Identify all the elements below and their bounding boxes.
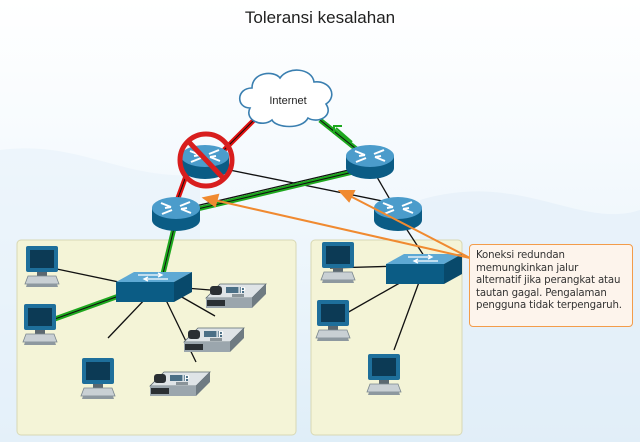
switch-left[interactable] [115, 271, 193, 303]
direction-arrow [333, 125, 353, 143]
router-right[interactable] [373, 196, 423, 232]
router-top-right[interactable] [345, 144, 395, 180]
pc-right-3[interactable] [366, 353, 402, 396]
no-sign-icon [177, 131, 235, 189]
pc-left-2[interactable] [22, 303, 58, 346]
ip-phone-3[interactable]: IP [149, 371, 211, 397]
ip-badge: IP [182, 374, 190, 383]
pc-right-2[interactable] [315, 299, 351, 342]
cloud-label: Internet [269, 95, 306, 107]
ip-phone-2[interactable]: IP [183, 327, 245, 353]
pc-left-1[interactable] [24, 245, 60, 288]
pc-right-1[interactable] [320, 241, 356, 284]
callout-arrows [201, 190, 471, 259]
switch-right[interactable] [385, 253, 463, 285]
ip-badge: IP [238, 286, 246, 295]
pc-left-3[interactable] [80, 357, 116, 400]
ip-phone-1[interactable]: IP [205, 283, 267, 309]
page-title: Toleransi kesalahan [244, 8, 396, 27]
internet-cloud: Internet [238, 69, 333, 128]
ip-badge: IP [216, 330, 224, 339]
callout-box: Koneksi redundan memungkinkan jalur alte… [469, 244, 633, 327]
router-left[interactable] [151, 196, 201, 232]
